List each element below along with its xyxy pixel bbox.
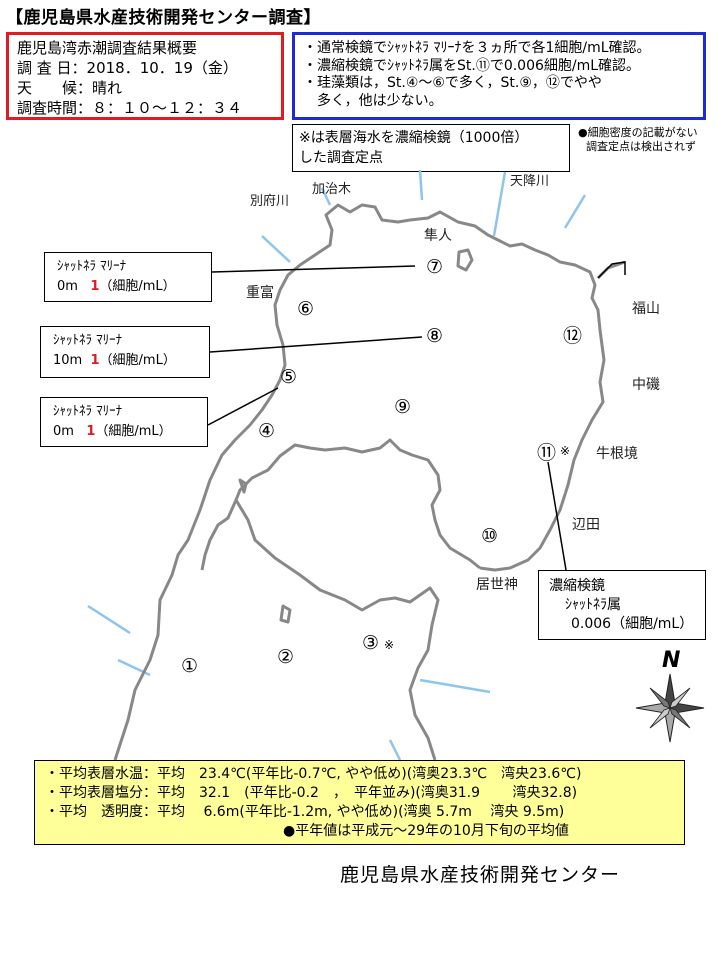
summary-heading: 鹿児島湾赤潮調査結果概要 [17,39,198,57]
survey-weather: 天 候：晴れ [17,79,123,97]
callout-species: ｼｬｯﾄﾈﾗ ﾏﾘｰﾅ [53,333,123,348]
amori-river-1 [418,169,424,201]
findings-box: ・通常検鏡でｼｬｯﾄﾈﾗ ﾏﾘｰﾅを３ヵ所で各1細胞/mL確認。 ・濃縮検鏡でｼ… [292,32,706,120]
callout-value: 1 [90,353,100,368]
callout-density: 0m 1（細胞/mL） [53,422,201,442]
survey-date: 調 査 日：2018．10．19（金） [17,59,238,77]
callout-station-11: 濃縮検鏡 ｼｬｯﾄﾈﾗ属 0.006（細胞/mL） [538,570,706,640]
islet-west [238,478,248,494]
west-north-coast [113,203,606,761]
place-ushinekyo: 牛根境 [596,446,638,462]
place-nakaiso: 中磯 [632,377,660,393]
place-beppu-river: 別府川 [250,194,290,209]
sakurajima-coast [200,438,481,571]
callout-station-8: ｼｬｯﾄﾈﾗ ﾏﾘｰﾅ 10m 1（細胞/mL） [40,326,210,378]
amori-river-2 [492,171,507,237]
callout-density: 10m 1（細胞/mL） [53,351,203,371]
south-river [388,739,402,761]
coastline [113,203,626,761]
water-stats-box: ・平均表層水温：平均 23.4℃(平年比-0.7℃, やや低め)(湾奥23.3℃… [34,760,685,845]
page-title: 【鹿児島県水産技術開発センター調査】 [6,8,321,28]
finding-line: ・通常検鏡でｼｬｯﾄﾈﾗ ﾏﾘｰﾅを３ヵ所で各1細胞/mL確認。 [303,40,651,56]
west-river-1 [87,604,131,635]
callout-method: 濃縮検鏡 [549,578,605,594]
place-iseshin: 居世神 [476,577,518,593]
callout-depth: 10m [53,353,83,368]
station-11: ⑪ [537,442,557,464]
prefecture-boundary [597,261,626,279]
station-3-mark: ※ [384,638,395,652]
stat-line-normal-note: ●平年値は平成元～29年の10月下旬の平均値 [45,823,569,839]
compass-north-label: N [662,648,681,673]
callout-depth: 0m [53,424,74,439]
station-7: ⑦ [426,256,444,278]
undetected-note: ●細胞密度の記載がない 調査定点は検出されず [578,126,698,154]
leader-st7 [211,265,416,273]
callout-station-5: ｼｬｯﾄﾈﾗ ﾏﾘｰﾅ 0m 1（細胞/mL） [40,397,208,447]
stat-line-salinity: ・平均表層塩分：平均 32.1 (平年比-0.2 ， 平年並み)(湾奥31.9 … [45,785,578,801]
station-6: ⑥ [297,298,315,320]
station-5: ⑤ [280,366,298,388]
callout-unit: （細胞/mL） [95,424,172,439]
callout-unit: （細胞/mL） [99,353,176,368]
station-10: ⑩ [481,525,499,547]
station-1: ① [181,655,199,677]
kajiki-river [320,187,332,206]
finding-line: 多く，他は少ない。 [303,92,443,109]
station-4: ④ [258,420,276,442]
islet-south [279,604,292,624]
undetected-note-line: ●細胞密度の記載がない [578,126,698,139]
callout-density: 0.006（細胞/mL） [571,616,694,632]
place-amori-river: 天降川 [510,174,550,189]
place-henda: 辺田 [572,517,600,533]
east-river [563,194,587,229]
place-hayato: 隼人 [424,228,452,244]
stat-line-temperature: ・平均表層水温：平均 23.4℃(平年比-0.7℃, やや低め)(湾奥23.3℃… [45,766,582,782]
sakurajima-south-coast [234,499,440,761]
compass-rose-icon [635,673,705,743]
beppu-river [261,235,291,263]
station-11-mark: ※ [560,444,571,458]
place-shigetomi: 重富 [246,285,274,301]
note-line: ※は表層海水を濃縮検鏡（1000倍） [299,130,529,146]
callout-depth: 0m [57,279,78,294]
callout-unit: （細胞/mL） [99,279,176,294]
station-9: ⑨ [394,396,412,418]
sakurajima-river [419,678,491,694]
callout-species: ｼｬｯﾄﾈﾗ ﾏﾘｰﾅ [57,259,127,274]
place-fukuyama: 福山 [632,301,660,317]
leader-lines [207,265,567,571]
leader-st5 [207,387,279,426]
stat-line-transparency: ・平均 透明度：平均 6.6m(平年比-1.2m, やや低め)(湾奥 5.7m … [45,804,565,820]
callout-density: 0m 1（細胞/mL） [57,277,205,297]
note-line: した調査定点 [299,150,383,166]
survey-time: 調査時間：８：１０～１２：３４ [17,99,243,117]
islet-hayato [456,248,474,272]
station-8: ⑧ [426,325,444,347]
finding-line: ・珪藻類は，St.④～⑥で多く，St.⑨，⑫でやや [303,75,602,91]
callout-value: 1 [90,279,100,294]
leader-st11 [547,461,567,571]
finding-line: ・濃縮検鏡でｼｬｯﾄﾈﾗ属をSt.⑪で0.006細胞/mL確認。 [303,57,641,74]
callout-value: 1 [86,424,96,439]
leader-st8 [209,336,423,353]
place-kajiki: 加治木 [312,182,352,197]
callout-species: ｼｬｯﾄﾈﾗ属 [565,597,621,613]
station-12: ⑫ [563,325,583,347]
concentration-note-box: ※は表層海水を濃縮検鏡（1000倍） した調査定点 [292,124,570,172]
station-2: ② [277,646,295,668]
station-3: ③ [362,632,380,654]
callout-species: ｼｬｯﾄﾈﾗ ﾏﾘｰﾅ [53,404,123,419]
undetected-note-line: 調査定点は検出されず [586,140,696,153]
organization-name: 鹿児島県水産技術開発センター [340,864,621,886]
callout-station-7: ｼｬｯﾄﾈﾗ ﾏﾘｰﾅ 0m 1（細胞/mL） [44,252,212,302]
survey-summary-box: 鹿児島湾赤潮調査結果概要 調 査 日：2018．10．19（金） 天 候：晴れ … [6,32,284,120]
